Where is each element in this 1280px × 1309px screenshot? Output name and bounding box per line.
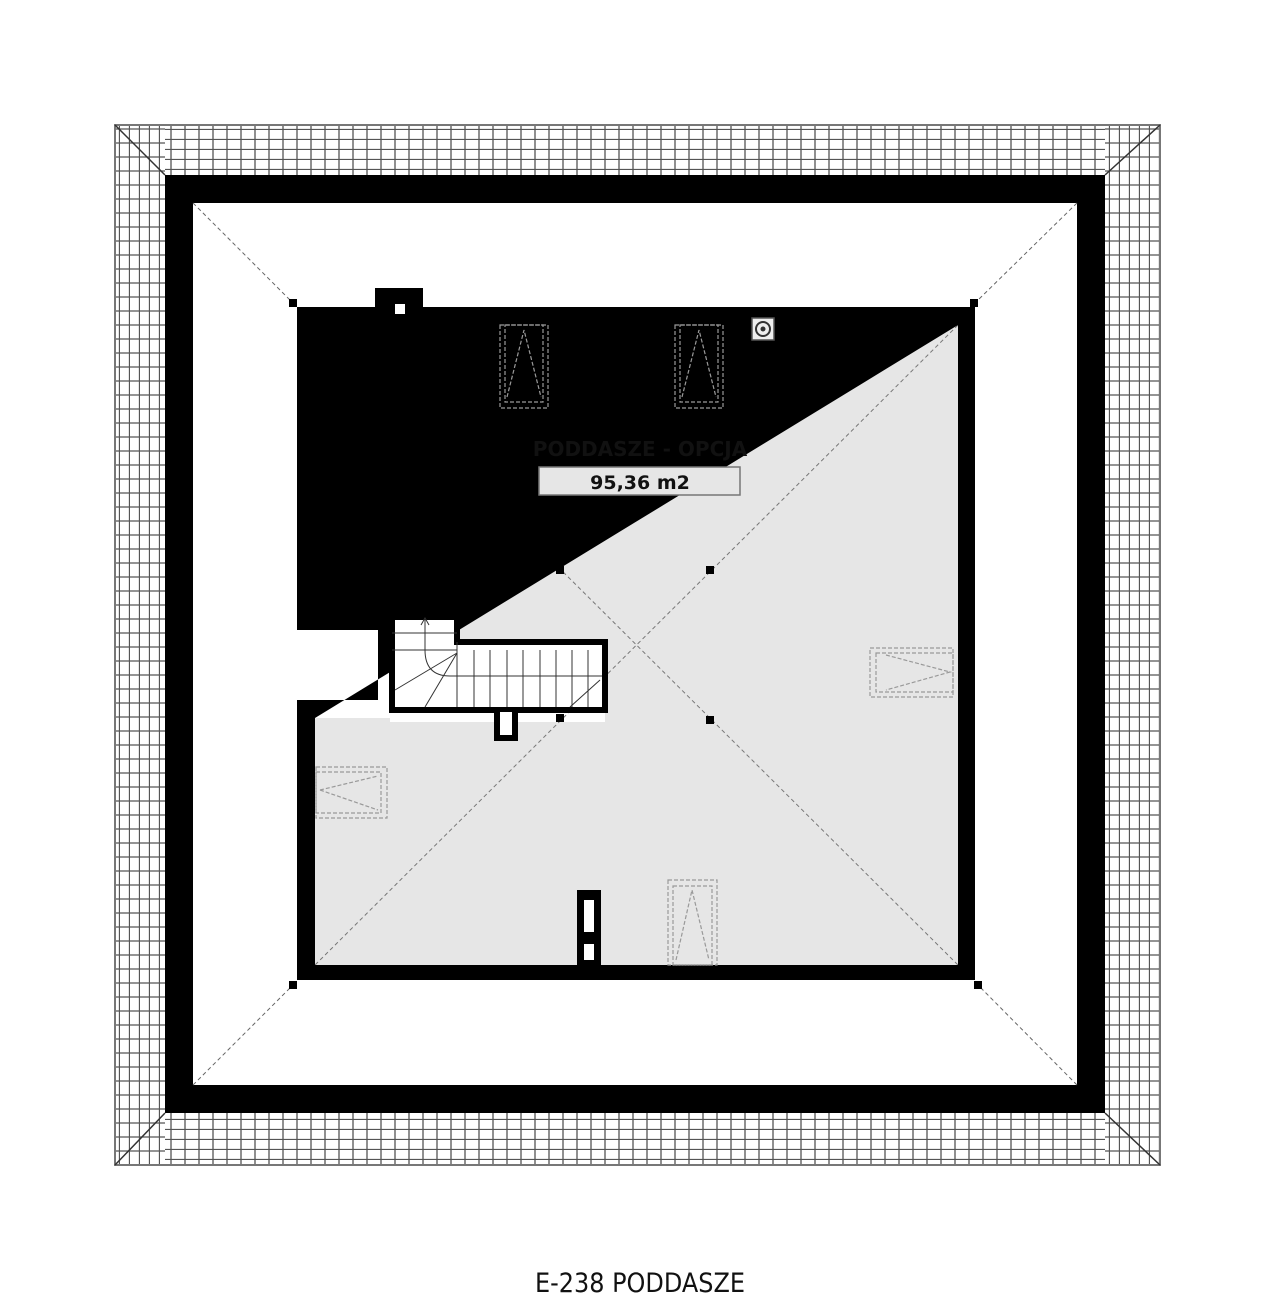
staircase [389,614,608,713]
roof-window [869,647,954,698]
roof-tile-border [114,124,1161,1166]
roof-windows [315,324,954,966]
ventilation-icon [751,317,775,341]
interior-wall [297,307,975,980]
room-label: PODDASZE - OPCJA 95,36 m2 [533,437,748,496]
roof-hip-lines [192,202,1078,1086]
roof-window [667,879,718,966]
drawing-title: E-238 PODDASZE [535,1268,745,1299]
room-name: PODDASZE - OPCJA [533,437,748,461]
chimney [375,288,423,314]
ridge-lines [314,324,959,966]
roof-posts [289,299,982,989]
room-area: 95,36 m2 [590,472,690,494]
chimney-flue [577,890,601,966]
flue-small [494,710,518,741]
area-box [538,466,741,496]
roof-window [315,766,388,819]
roof-window [674,324,724,409]
roof-window [499,324,549,409]
